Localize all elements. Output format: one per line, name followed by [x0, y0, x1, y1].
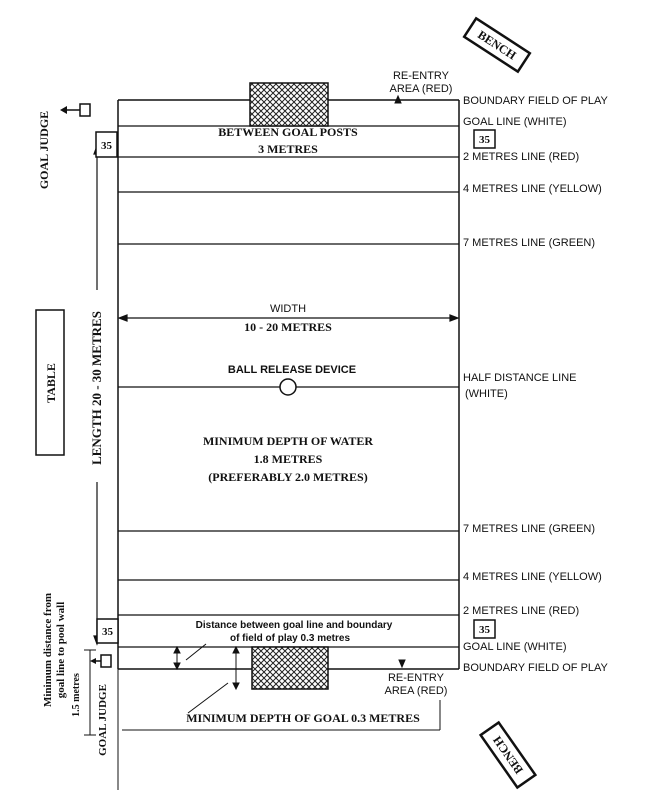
- distance-note-2: of field of play 0.3 metres: [230, 633, 350, 644]
- shot-clock-top-left: 35: [95, 131, 118, 158]
- bench-top-box: BENCH: [462, 16, 532, 74]
- goal-judge-bottom-label: GOAL JUDGE: [97, 684, 109, 756]
- min-depth-water-2: 1.8 METRES: [254, 452, 323, 466]
- distance-arrows: [173, 643, 240, 714]
- min-distance-label-1: Minimum distance from: [42, 593, 54, 707]
- ball-release-device-icon: [279, 378, 297, 396]
- shot-clock-top-right: 35: [473, 129, 496, 149]
- distance-note-1: Distance between goal line and boundary: [196, 620, 393, 631]
- reentry-bottom-line2: AREA (RED): [385, 685, 448, 697]
- min-depth-goal-label: MINIMUM DEPTH OF GOAL 0.3 METRES: [186, 711, 420, 725]
- goal-judge-bottom-icon: [90, 654, 112, 668]
- svg-text:35: 35: [479, 624, 491, 636]
- min-distance-arrow: [84, 649, 96, 736]
- goal-judge-top-icon: [60, 103, 91, 117]
- shot-clock-bottom-right: 35: [473, 619, 496, 639]
- length-label: LENGTH 20 - 30 METRES: [89, 311, 104, 465]
- label-7m-top: 7 METRES LINE (GREEN): [463, 237, 595, 249]
- width-arrow: [117, 314, 460, 322]
- reentry-bottom-line1: RE-ENTRY: [388, 672, 445, 684]
- label-2m-top: 2 METRES LINE (RED): [463, 151, 579, 163]
- width-label-2: 10 - 20 METRES: [244, 320, 332, 334]
- goal-judge-top-label: GOAL JUDGE: [37, 111, 51, 189]
- label-goal-line-bottom: GOAL LINE (WHITE): [463, 641, 567, 653]
- label-goal-line-top: GOAL LINE (WHITE): [463, 116, 567, 128]
- label-boundary-bottom: BOUNDARY FIELD OF PLAY: [463, 662, 609, 674]
- width-label-1: WIDTH: [270, 303, 306, 315]
- min-depth-water-3: (PREFERABLY 2.0 METRES): [208, 470, 367, 484]
- goal-top: [249, 82, 329, 127]
- reentry-arrows: [394, 94, 406, 669]
- shot-clock-bottom-left: 35: [96, 618, 119, 644]
- table-label: TABLE: [44, 363, 58, 403]
- between-goal-posts-line2: 3 METRES: [258, 142, 318, 156]
- label-boundary-top: BOUNDARY FIELD OF PLAY: [463, 95, 609, 107]
- label-2m-bottom: 2 METRES LINE (RED): [463, 605, 579, 617]
- min-depth-water-1: MINIMUM DEPTH OF WATER: [203, 434, 373, 448]
- label-half-1: HALF DISTANCE LINE: [463, 372, 577, 384]
- min-distance-label-2: goal line to pool wall: [55, 602, 67, 699]
- svg-text:35: 35: [479, 134, 491, 146]
- reentry-top-line2: AREA (RED): [390, 83, 453, 95]
- table-box: TABLE: [35, 309, 65, 456]
- goal-bottom: [251, 646, 329, 690]
- svg-text:35: 35: [102, 626, 114, 638]
- label-half-2: (WHITE): [465, 388, 508, 400]
- bench-bottom-box: BENCH: [478, 720, 538, 790]
- ball-release-label: BALL RELEASE DEVICE: [228, 364, 356, 376]
- svg-text:35: 35: [101, 140, 113, 152]
- label-7m-bottom: 7 METRES LINE (GREEN): [463, 523, 595, 535]
- one-half-metres-label: 1.5 metres: [71, 673, 82, 717]
- label-4m-top: 4 METRES LINE (YELLOW): [463, 183, 602, 195]
- between-goal-posts-line1: BETWEEN GOAL POSTS: [218, 125, 358, 139]
- reentry-top-line1: RE-ENTRY: [393, 70, 450, 82]
- label-4m-bottom: 4 METRES LINE (YELLOW): [463, 571, 602, 583]
